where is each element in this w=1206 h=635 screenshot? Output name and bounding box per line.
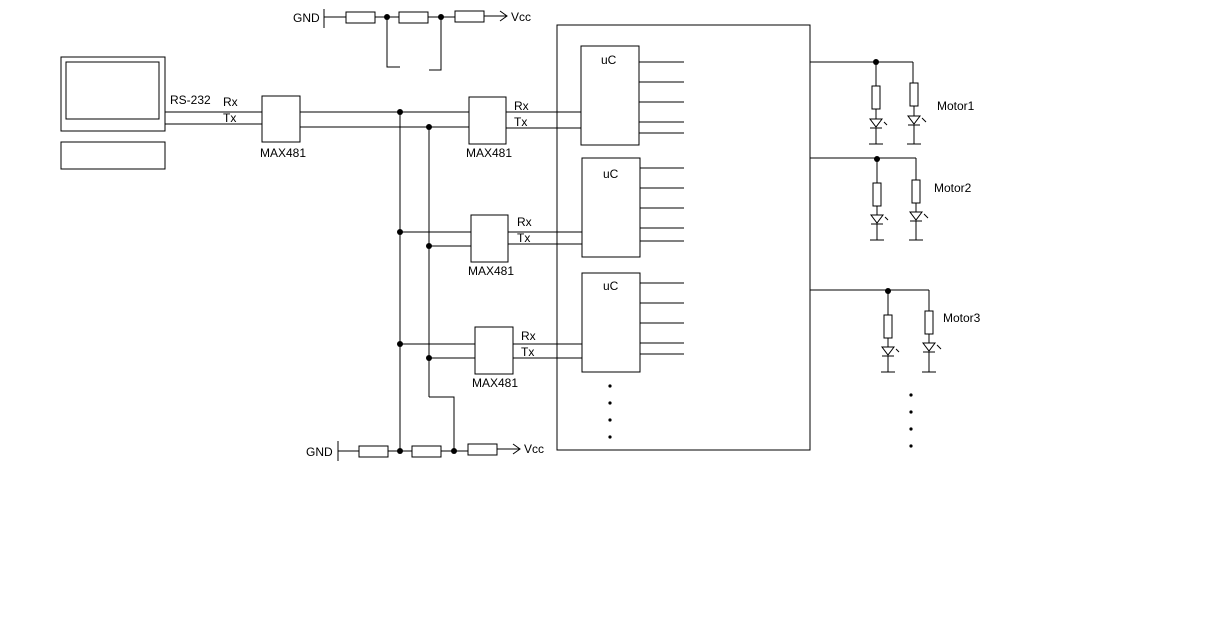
- max481-node-1: MAX481 Rx Tx: [466, 96, 581, 160]
- motor-1-resistor-a: [871, 85, 881, 110]
- bus-junctions: [397, 109, 432, 361]
- motor-3-resistor-b: [924, 310, 934, 335]
- bottom-gnd-label: GND: [306, 445, 333, 459]
- top-resistor-1: [345, 11, 376, 24]
- computer-screen: [65, 61, 160, 120]
- rs232-label: RS-232: [170, 93, 211, 107]
- uc-1-label: uC: [601, 53, 617, 67]
- pc-tx-label: Tx: [223, 111, 236, 125]
- uc-2: uC: [581, 157, 684, 258]
- bottom-resistor-3: [467, 443, 498, 456]
- uc-2-label: uC: [603, 167, 619, 181]
- bottom-vcc-label: Vcc: [524, 442, 544, 456]
- node-3-rx-label: Rx: [521, 329, 536, 343]
- controller-enclosure: [556, 24, 811, 451]
- motor-2-label: Motor2: [934, 181, 972, 195]
- max481-node-3-label: MAX481: [472, 376, 518, 390]
- max481-node-3: MAX481 Rx Tx: [400, 326, 582, 390]
- motor-3-circuit: Motor3: [810, 288, 981, 373]
- node-2-tx-label: Tx: [517, 231, 530, 245]
- motor-1-circuit: Motor1: [810, 59, 975, 145]
- top-gnd-label: GND: [293, 11, 320, 25]
- uc-continuation-dots: [608, 384, 612, 439]
- max481-node-2-label: MAX481: [468, 264, 514, 278]
- max481-pc: MAX481: [260, 95, 306, 160]
- uc-3-label: uC: [603, 279, 619, 293]
- node-3-tx-label: Tx: [521, 345, 534, 359]
- uc-1: uC: [580, 45, 684, 146]
- bottom-termination: GND Vcc: [306, 441, 544, 461]
- computer-keyboard: [60, 141, 166, 170]
- bottom-resistor-2: [411, 445, 442, 458]
- motor-2-circuit: Motor2: [810, 156, 972, 241]
- motor-1-label: Motor1: [937, 99, 975, 113]
- node-1-tx-label: Tx: [514, 115, 527, 129]
- motor-2-resistor-a: [872, 182, 882, 207]
- motor-2-resistor-b: [911, 179, 921, 204]
- motor-3-label: Motor3: [943, 311, 981, 325]
- top-resistor-2: [398, 11, 429, 24]
- motor-1-resistor-b: [909, 82, 919, 107]
- node-1-rx-label: Rx: [514, 99, 529, 113]
- bus-row-1: [300, 111, 469, 128]
- top-termination: GND Vcc: [293, 9, 531, 28]
- computer: RS-232 Rx Tx: [60, 56, 238, 170]
- top-vcc-label: Vcc: [511, 10, 531, 24]
- bus-verticals: [386, 17, 455, 451]
- motor-continuation-dots: [909, 393, 913, 448]
- pc-rx-label: Rx: [223, 95, 238, 109]
- max481-node-1-label: MAX481: [466, 146, 512, 160]
- motor-3-resistor-a: [883, 314, 893, 339]
- top-resistor-3: [454, 10, 485, 23]
- uc-3: uC: [581, 272, 684, 373]
- max481-pc-label: MAX481: [260, 146, 306, 160]
- rs232-lines: [165, 111, 262, 125]
- bottom-resistor-1: [358, 445, 389, 458]
- max481-node-2: MAX481 Rx Tx: [400, 214, 582, 278]
- node-2-rx-label: Rx: [517, 215, 532, 229]
